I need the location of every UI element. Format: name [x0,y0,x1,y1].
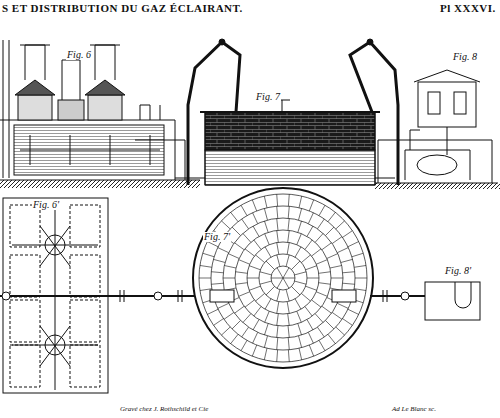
plate-number: Pl XXXVI. [440,3,496,14]
figure-label: Fig. 8' [444,266,472,276]
figure-label: Fig. 6' [32,200,60,210]
plate-title: S ET DISTRIBUTION DU GAZ ÉCLAIRANT. [2,3,243,14]
figure-label: Fig. 7 [255,92,281,102]
engraver-credit: Gravé chez J. Rothschild et Cie [120,406,208,413]
figure-label: Fig. 6 [66,50,92,60]
figure-label: Fig. 8 [452,52,478,62]
figure-label: Fig. 7' [203,232,231,242]
engraver-credit: Ad Le Blanc sc. [392,406,436,413]
